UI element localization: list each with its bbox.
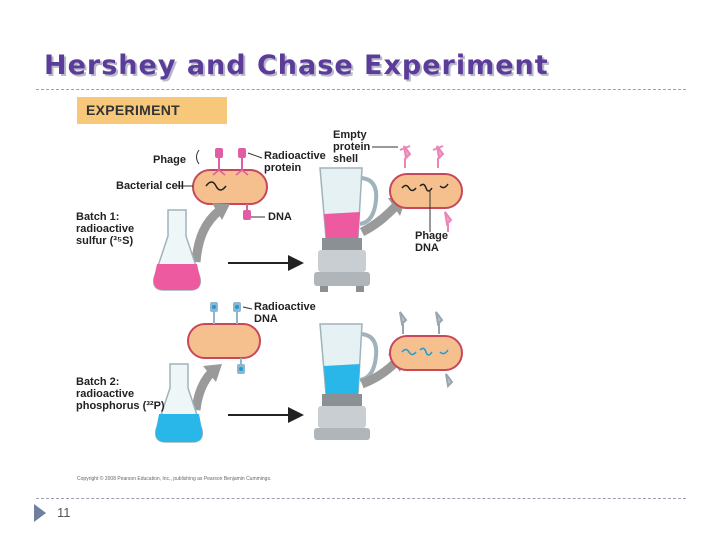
- radioactive-protein-pointer: [247, 152, 263, 159]
- batch1-blender-to-cell-arrow: [359, 202, 400, 237]
- batch2-bacterial-cell: [187, 323, 261, 359]
- radioactive-dna-pointer: [242, 306, 253, 310]
- batch2-phage-left: [210, 302, 218, 324]
- slide-number: 11: [57, 505, 71, 520]
- batch1-phage-below: [243, 204, 251, 220]
- batch1-phage-right: [235, 148, 249, 176]
- empty-protein-shell-label: Empty protein shell: [333, 129, 371, 165]
- empty-protein-shells: [399, 145, 453, 232]
- batch1-flask: [152, 209, 202, 291]
- radioactive-protein-label: Radioactive protein: [264, 150, 326, 174]
- batch2-blender: [314, 323, 379, 440]
- batch2-blender-to-cell-arrow: [360, 358, 400, 389]
- footer-divider: [36, 498, 686, 499]
- batch2-result-cell: [389, 335, 463, 371]
- batch1-curved-arrow: [191, 206, 223, 263]
- batch2-label: Batch 2: radioactive phosphorus (³²P): [76, 376, 165, 412]
- batch1-bacterial-cell: [192, 169, 268, 205]
- phage-dna-label: Phage DNA: [415, 230, 449, 254]
- experiment-banner: EXPERIMENT: [77, 97, 227, 124]
- batch1-label: Batch 1: radioactive sulfur (³⁵S): [76, 211, 135, 247]
- batch1-result-cell: [389, 173, 463, 209]
- bacterial-cell-label: Bacterial cell: [116, 180, 184, 192]
- batch2-phage-right: [233, 302, 241, 324]
- batch2-flask: [154, 363, 204, 443]
- batch2-phage-below: [237, 358, 245, 374]
- batch1-blender: [314, 167, 379, 292]
- phage-bracket: [196, 149, 200, 165]
- phage-label: Phage: [153, 154, 187, 166]
- batch2-empty-shells: [399, 311, 454, 389]
- experiment-banner-label: EXPERIMENT: [86, 102, 181, 118]
- title-divider: [36, 89, 686, 90]
- dna-label: DNA: [268, 211, 292, 223]
- radioactive-dna-label: Radioactive DNA: [254, 301, 316, 325]
- page-title: Hershey and Chase Experiment: [44, 50, 549, 81]
- batch1-phage-left: [212, 148, 226, 176]
- copyright-notice: Copyright © 2008 Pearson Education, Inc.…: [77, 476, 272, 482]
- batch2-curved-arrow: [191, 368, 216, 411]
- slide-number-triangle-icon: [34, 504, 46, 522]
